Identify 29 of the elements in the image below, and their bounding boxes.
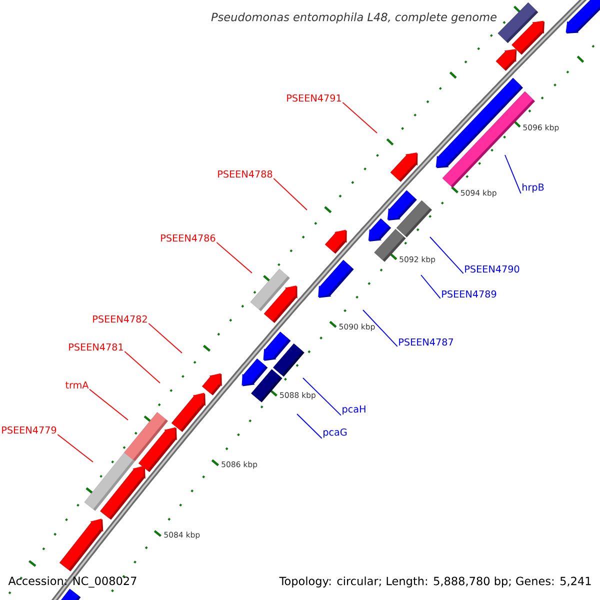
accession-text: Accession: NC_008027 (8, 576, 136, 588)
title: Pseudomonas entomophila L48, complete genome (211, 12, 496, 24)
gene-label: hrpB (522, 183, 544, 193)
leader-line (148, 322, 182, 354)
gene-label: PSEEN4779 (2, 426, 56, 434)
gene-label: pcaG (324, 428, 347, 438)
gene-label: PSEEN4787 (399, 338, 454, 346)
gene-label: PSEEN4782 (93, 315, 147, 323)
leader-line (430, 236, 464, 274)
gene-label: PSEEN4786 (161, 234, 216, 242)
gene-label: PSEEN4791 (287, 94, 341, 102)
gene-label: pcaH (342, 406, 366, 414)
genome-info-text: Topology: circular; Length: 5,888,780 bp; Genes: 5,241 (279, 576, 591, 588)
leader-line (216, 242, 252, 274)
gene-label: PSEEN4790 (465, 265, 520, 273)
leader-line (57, 434, 94, 462)
leader-line (296, 414, 322, 439)
leader-line (362, 310, 398, 347)
gene-label: PSEEN4788 (218, 170, 272, 178)
gene-label: PSEEN4789 (442, 290, 496, 298)
leader-line (89, 388, 128, 420)
gene-label: PSEEN4781 (69, 343, 123, 351)
leader-line (504, 154, 522, 194)
leader-line (124, 350, 160, 384)
leader-line (273, 178, 308, 210)
gene-label: trmA (66, 382, 89, 388)
leader-line (420, 274, 441, 299)
leader-line (302, 378, 342, 416)
leader-line (342, 102, 378, 134)
